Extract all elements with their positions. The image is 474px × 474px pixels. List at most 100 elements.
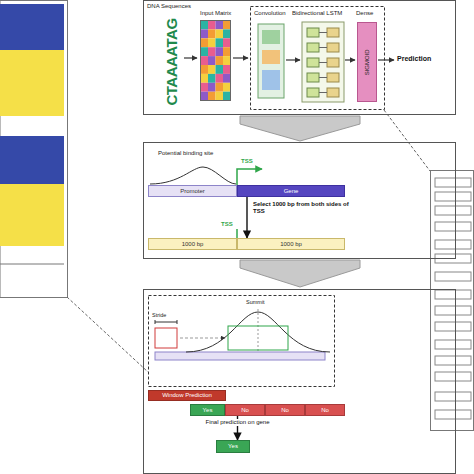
layout-rect	[0, 50, 64, 116]
layout-line	[155, 320, 156, 324]
prediction-cell: Yes	[190, 404, 225, 416]
window-prediction-bar: Window Prediction	[148, 390, 226, 401]
layout-g	[435, 178, 471, 419]
layout-rect	[201, 21, 231, 101]
activation-layer: SIGMOID	[357, 22, 377, 102]
layout-path	[150, 167, 236, 184]
layout-line	[378, 59, 394, 60]
layout-rect	[435, 206, 471, 215]
sequence-logo: CTAAAATAG	[163, 18, 180, 105]
prediction-cell: No	[265, 404, 305, 416]
layout-rect	[307, 43, 319, 52]
layout-rect	[435, 222, 471, 231]
sequence-window: 1000 bp	[237, 238, 345, 250]
node-text: 1000 bp	[182, 241, 204, 248]
prediction-cell: No	[225, 404, 265, 416]
node-text: 1000 bp	[280, 241, 302, 248]
layout-rect	[149, 296, 335, 387]
layout-rect	[435, 306, 471, 315]
tss-label: TSS	[221, 221, 233, 228]
layout-rect	[223, 56, 231, 65]
layout-rect	[208, 92, 216, 101]
layout-rect	[262, 30, 280, 44]
layout-rect	[144, 1, 456, 115]
layout-rect	[327, 88, 339, 97]
edge-label: Select 1000 bp from both sides of TSS	[253, 201, 353, 215]
annotation: Stride	[152, 312, 166, 318]
final-prediction: Yes	[216, 440, 250, 453]
layout-rect	[223, 65, 231, 74]
layout-rect	[435, 272, 471, 281]
layout-line	[258, 309, 259, 352]
layout-rect	[258, 24, 284, 98]
layout-rect	[201, 65, 209, 74]
layout-line	[319, 92, 327, 93]
layout-rect	[216, 74, 224, 83]
layout-rect	[0, 184, 64, 246]
panel-caption: Input Matrix	[200, 10, 231, 17]
layout-rect	[228, 326, 288, 350]
layout-rect	[208, 21, 216, 30]
layout-rect	[208, 56, 216, 65]
layout-rect	[223, 74, 231, 83]
layout-line	[286, 59, 300, 60]
tss-label: TSS	[241, 158, 253, 165]
layout-rect	[223, 38, 231, 47]
layout-rect	[307, 28, 319, 37]
layout-rect	[262, 50, 280, 64]
layout-rect	[435, 392, 471, 401]
sequence-window: 1000 bp	[148, 238, 237, 250]
promoter-bar: Promoter	[148, 185, 237, 197]
layout-rect	[201, 92, 209, 101]
layout-rect	[262, 70, 280, 90]
layout-rect	[208, 29, 216, 38]
layout-rect	[201, 74, 209, 83]
layout-g	[201, 21, 231, 101]
layout-rect	[0, 136, 64, 184]
layer-label: Convolution	[254, 10, 286, 17]
layout-rect	[216, 92, 224, 101]
layout-line	[180, 338, 225, 339]
layout-rect	[201, 21, 209, 30]
layout-rect	[302, 22, 344, 102]
node-text: Window Prediction	[162, 392, 212, 399]
layout-line	[155, 322, 177, 323]
layout-rect	[0, 4, 64, 50]
layout-line	[384, 110, 430, 171]
layout-rect	[201, 38, 209, 47]
layout-rect	[216, 21, 224, 30]
annotation: Potential binding site	[158, 150, 213, 157]
layout-rect	[223, 47, 231, 56]
layout-rect	[223, 83, 231, 92]
layout-line	[236, 229, 238, 238]
node-text: SIGMOID	[364, 49, 371, 75]
layout-rect	[435, 410, 471, 419]
layout-rect	[208, 74, 216, 83]
layout-polygon	[240, 260, 360, 287]
layout-rect	[216, 38, 224, 47]
layout-line	[345, 59, 355, 60]
layout-rect	[201, 83, 209, 92]
layout-rect	[223, 29, 231, 38]
gene-bar: Gene	[237, 185, 345, 197]
layout-line	[177, 320, 178, 324]
output-label: Prediction	[397, 55, 431, 63]
node-text: Yes	[203, 407, 213, 414]
node-text: No	[321, 407, 329, 414]
layout-line	[0, 264, 64, 265]
edge-label: Final prediction on gene	[203, 419, 271, 426]
layout-rect	[327, 73, 339, 82]
layer-label: Dense	[356, 10, 373, 17]
layout-rect	[201, 47, 209, 56]
node-text: No	[241, 407, 249, 414]
layer-label: Bidirectional LSTM	[292, 10, 342, 17]
layout-line	[67, 297, 148, 372]
node-text: Promoter	[180, 188, 205, 195]
layout-rect	[201, 56, 209, 65]
layout-rect	[307, 58, 319, 67]
annotation: Summit	[246, 299, 265, 305]
layout-rect	[307, 88, 319, 97]
